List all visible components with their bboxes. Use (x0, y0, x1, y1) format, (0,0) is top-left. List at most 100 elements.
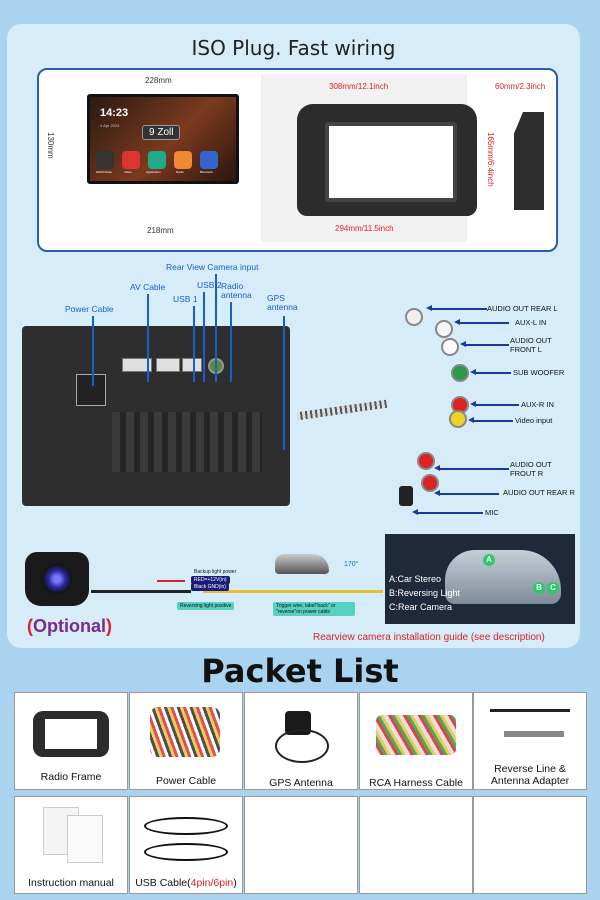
red-power-wire (157, 580, 185, 582)
packet-label: Radio Frame (40, 771, 102, 783)
radio-frame-side (514, 112, 544, 210)
product-info-panel: ISO Plug. Fast wiring 228mm 130mm 218mm … (7, 24, 580, 648)
optional-close: ) (106, 616, 112, 636)
radio-antenna-label: Radio antenna (221, 281, 252, 300)
front-l-plug (441, 338, 459, 356)
frame-depth-label: 60mm/2.3inch (495, 82, 546, 91)
power-cable-label: Power Cable (65, 304, 114, 314)
usb1-leader-line (193, 306, 195, 382)
camera-lens (42, 564, 72, 594)
screen-time: 14:23 (100, 107, 129, 119)
packet-label: Instruction manual (28, 877, 114, 889)
camera-cable (91, 590, 191, 593)
marker-a: A (483, 554, 495, 566)
camera-section: (Optional) Backup light power RED=+12V(i… (7, 524, 580, 646)
radio-leader-line (230, 302, 232, 382)
heatsink-fins (112, 412, 262, 472)
wiring-title: ISO Plug. Fast wiring (191, 36, 396, 60)
power-leader-line (92, 316, 94, 386)
packet-item-rca-harness: RCA Harness Cable (359, 692, 473, 790)
usb-label-start: USB Cable( (135, 877, 191, 889)
rear-camera-label: Rear View Camera input (166, 262, 259, 272)
subwoofer-plug (451, 364, 469, 382)
rear-r-plug (421, 474, 439, 492)
packet-item-manual: Instruction manual (14, 796, 128, 894)
app-label: Application (146, 170, 161, 174)
frame-bottom-label: 294mm/11.5inch (335, 224, 394, 233)
dimensions-box: 228mm 130mm 218mm 14:23 4 Apr 2024 9 Zol… (37, 68, 558, 252)
rear-camera (25, 552, 89, 606)
video-app-icon (122, 151, 140, 169)
packet-label: Power Cable (155, 775, 217, 787)
usb-label-pins: 4pin/6pin (190, 877, 234, 889)
frame-width-label: 308mm/12.1inch (329, 82, 389, 91)
arrow (470, 401, 519, 407)
packet-label: Reverse Line & Antenna Adapter (490, 763, 570, 787)
gps-leader-line (283, 316, 285, 450)
reverse-line-image (490, 709, 570, 712)
trigger-tag: Trigger wire, label"back" or "reverse"on… (273, 602, 355, 616)
usb-cable-image (144, 843, 228, 861)
usb1-label: USB 1 (173, 294, 198, 304)
marker-b: B (533, 582, 545, 594)
packet-item-power-cable: Power Cable (129, 692, 243, 790)
car-cutaway (445, 550, 561, 604)
connection-diagram: Rear View Camera input AV Cable USB 2 US… (7, 256, 580, 526)
screen-date: 4 Apr 2024 (100, 123, 120, 128)
rca-label-mic: MIC (485, 508, 499, 517)
front-r-plug (417, 452, 435, 470)
screen-size-badge: 9 Zoll (142, 125, 181, 140)
rca-label-front-r: AUDIO OUT FROUT R (510, 460, 552, 478)
arrow (454, 319, 509, 325)
arrow (470, 369, 511, 375)
packet-label: USB Cable(4pin/6pin) (130, 877, 242, 889)
gps-antenna-label: GPS antenna (267, 293, 298, 312)
bluetooth-app-icon (200, 151, 218, 169)
arrow (468, 417, 513, 423)
usb2-label: USB 2 (197, 280, 222, 290)
mic-plug (399, 486, 413, 506)
arrow (434, 490, 499, 496)
video-plug (449, 410, 467, 428)
head-unit-height: 130mm (46, 132, 55, 159)
usb-label-end: ) (233, 877, 237, 889)
packet-item-empty (244, 796, 358, 894)
camera-leader-line (215, 274, 217, 382)
optional-open: ( (27, 616, 33, 636)
usb2-connector (182, 358, 202, 372)
head-unit-width-top: 228mm (145, 76, 172, 85)
head-unit-width-bottom: 218mm (147, 226, 174, 235)
usb1-connector (156, 358, 180, 372)
usb-cable-image (144, 817, 228, 835)
power-cable-image (150, 707, 220, 757)
aux-l-plug (435, 320, 453, 338)
legend-c: C:Rear Camera (389, 602, 453, 612)
radio-frame-front (297, 104, 477, 216)
gps-cable-coil (275, 729, 329, 763)
app-label: Radio (176, 170, 184, 174)
packet-item-empty (359, 796, 473, 894)
packet-item-gps-antenna: GPS Antenna (244, 692, 358, 790)
application-app-icon (148, 151, 166, 169)
antenna-adapter-image (504, 731, 564, 737)
packet-item-reverse-line: Reverse Line & Antenna Adapter (473, 692, 587, 790)
rear-l-plug (405, 308, 423, 326)
rca-label-rear-r: AUDIO OUT REAR R (503, 488, 575, 497)
app-label: Bluetooth (200, 170, 213, 174)
marker-c: C (547, 582, 559, 594)
packet-item-empty (473, 796, 587, 894)
rca-label-aux-l: AUX-L IN (515, 318, 547, 327)
app-label: Video (124, 170, 132, 174)
packet-label: RCA Harness Cable (369, 777, 463, 789)
harness-cable (296, 399, 388, 421)
radio-app-icon (174, 151, 192, 169)
rca-label-subwoofer: SUB WOOFER (513, 368, 565, 377)
installation-guide-caption: Rearview camera installation guide (see … (313, 632, 545, 643)
frame-opening (45, 719, 97, 749)
rca-label-front-l: AUDIO OUT FRONT L (510, 336, 552, 354)
radio-frame-image (33, 711, 109, 757)
arrow (412, 509, 483, 515)
packet-item-usb-cable: USB Cable(4pin/6pin) (129, 796, 243, 894)
power-connector (76, 374, 106, 406)
usb2-leader-line (203, 292, 205, 382)
